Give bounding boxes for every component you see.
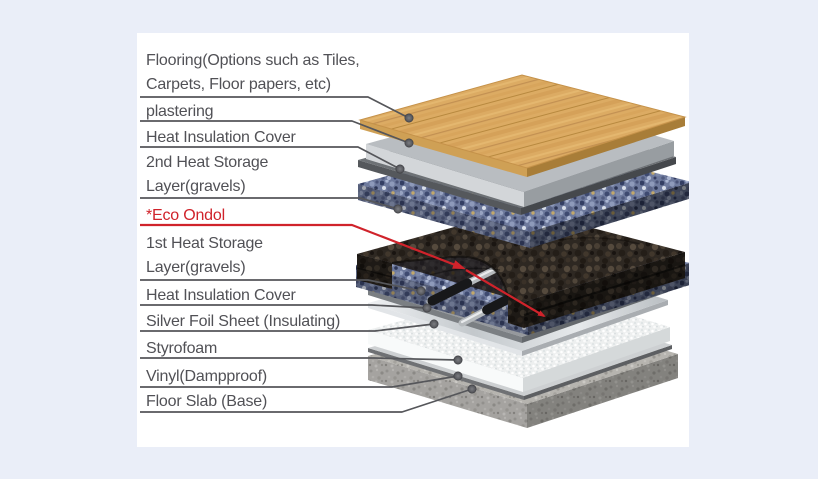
leader-dot [404,113,414,123]
leader-heat-insulation-cover-top [140,146,405,174]
layer-slab-eco-ondol [356,209,686,328]
leader-first-heat-storage [140,279,426,296]
layer-label-styrofoam: Styrofoam [146,340,218,357]
leader-styrofoam [140,355,463,365]
layer-label-floor-slab: Floor Slab (Base) [146,393,268,410]
leader-silver-foil [140,319,439,332]
exploded-layer-stack [356,74,689,428]
leader-plastering [140,120,414,148]
leader-dot [453,355,463,365]
leader-dot [393,204,403,214]
layer-label-vinyl: Vinyl(Dampproof) [146,368,267,385]
layer-label-flooring: Flooring(Options such as Tiles, Carpets,… [146,52,360,93]
layer-label-heat-insulation-cover-bottom: Heat Insulation Cover [146,287,296,304]
layer-label-eco-ondol: *Eco Ondol [146,207,225,224]
leader-flooring [140,96,414,123]
leader-floor-slab [140,384,477,413]
leader-second-heat-storage [140,197,403,214]
leader-dot [416,286,426,296]
leader-dot [467,384,477,394]
leader-dot [453,371,463,381]
layer-label-second-heat-storage: 2nd Heat Storage Layer(gravels) [146,154,269,195]
layer-label-first-heat-storage: 1st Heat Storage Layer(gravels) [146,235,263,276]
layer-label-heat-insulation-cover-top: Heat Insulation Cover [146,129,296,146]
layer-slab-flooring [358,74,687,177]
layer-label-plastering: plastering [146,103,214,120]
leader-heat-insulation-cover-bottom [140,303,432,313]
layer-label-silver-foil: Silver Foil Sheet (Insulating) [146,313,341,330]
leader-dot [404,138,414,148]
pipe-recess-shadow [357,254,524,302]
leader-dot [429,319,439,329]
leader-dot [395,164,405,174]
leader-lines [140,96,546,413]
leader-vinyl [140,371,463,388]
leader-dot [422,303,432,313]
eco-ondol-arrow [140,223,546,318]
